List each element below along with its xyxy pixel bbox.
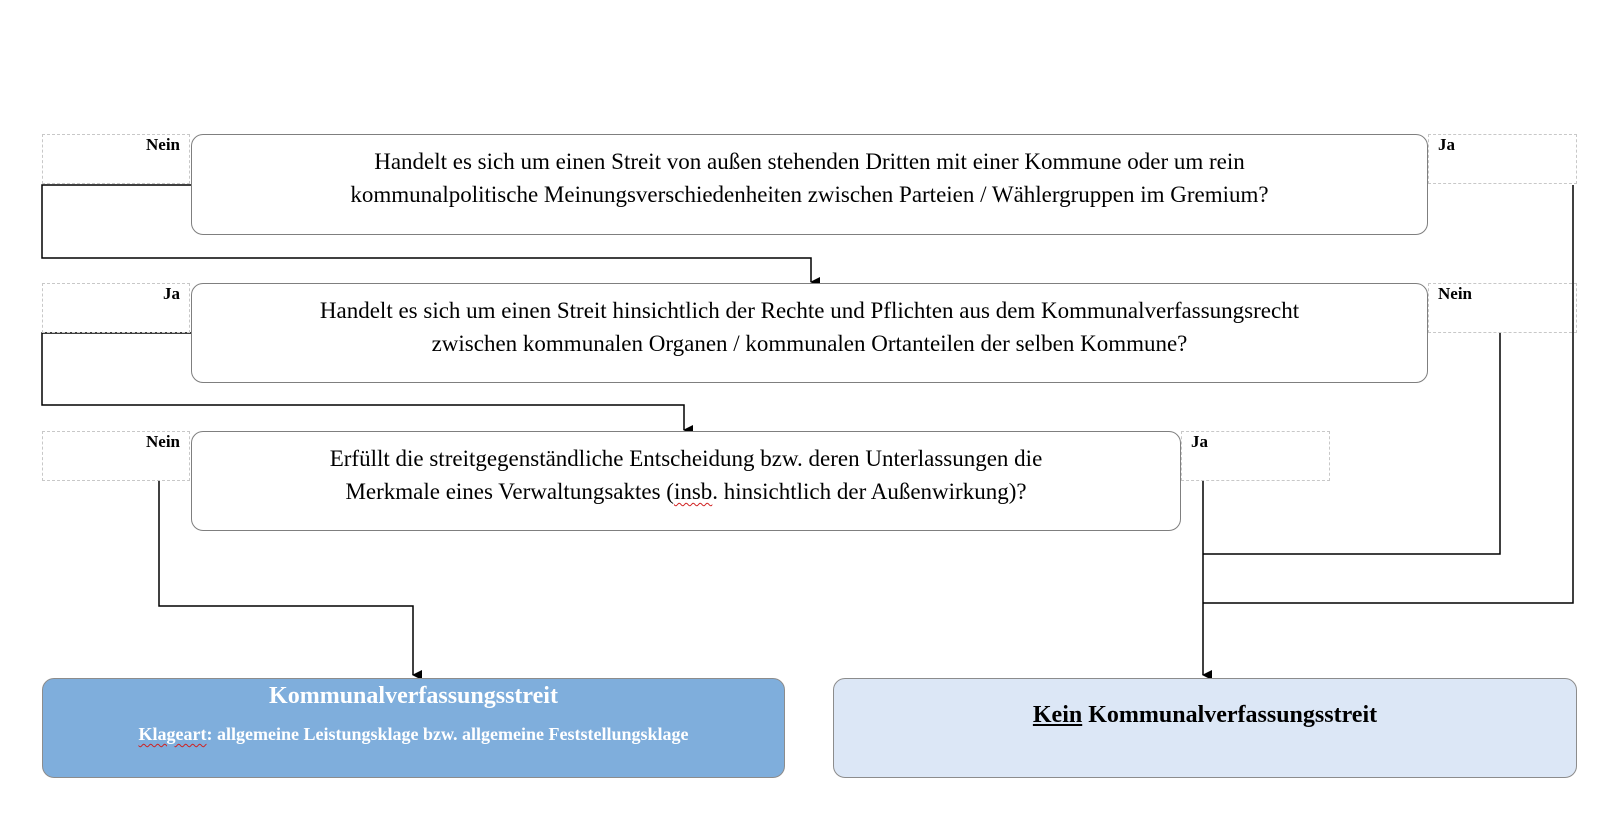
question-2-line-1: Handelt es sich um einen Streit hinsicht… (319, 298, 1300, 323)
result-kein-kommunalverfassungsstreit: Kein Kommunalverfassungsstreit (833, 678, 1577, 778)
result-left-subtitle: Klageart: allgemeine Leistungsklage bzw.… (43, 724, 784, 745)
question-box-2: Handelt es sich um einen Streit hinsicht… (191, 283, 1428, 383)
question-3-line-2: Merkmale eines Verwaltungsaktes (insb. h… (192, 475, 1180, 508)
label-box-q3-left (42, 431, 190, 481)
label-box-q2-left (42, 283, 190, 333)
connector-q1-ja-to-result-right (1203, 185, 1574, 604)
question-3-line-2-a: Merkmale eines Verwaltungsaktes ( (345, 479, 674, 504)
result-kommunalverfassungsstreit: Kommunalverfassungsstreit Klageart: allg… (42, 678, 785, 778)
label-box-q1-right (1428, 134, 1577, 184)
question-1-line-1: Handelt es sich um einen Streit von auße… (374, 149, 1245, 174)
result-right-title: Kein Kommunalverfassungsstreit (834, 702, 1576, 729)
result-right-title-kein: Kein (1032, 702, 1083, 728)
question-3-line-1: Erfüllt die streitgegenständliche Entsch… (329, 446, 1043, 471)
label-q1-ja: Ja (1438, 135, 1455, 154)
result-left-klageart: Klageart (138, 724, 207, 744)
question-box-1: Handelt es sich um einen Streit von auße… (191, 134, 1428, 235)
label-box-q3-right (1181, 431, 1330, 481)
question-3-spellcheck-word: insb (673, 479, 713, 504)
label-q3-ja: Ja (1191, 432, 1208, 451)
label-q1-nein: Nein (146, 135, 180, 154)
result-right-title-rest: Kommunalverfassungsstreit (1082, 702, 1378, 728)
label-box-q2-right (1428, 283, 1577, 333)
label-q3-nein: Nein (146, 432, 180, 451)
question-box-3: Erfüllt die streitgegenständliche Entsch… (191, 431, 1181, 531)
result-left-title: Kommunalverfassungsstreit (269, 683, 558, 709)
question-3-line-2-c: . hinsichtlich der Außenwirkung)? (712, 479, 1027, 504)
label-q2-nein: Nein (1438, 284, 1472, 303)
label-box-q1-left (42, 134, 190, 184)
result-left-klageart-text: : allgemeine Leistungsklage bzw. allgeme… (206, 724, 689, 744)
question-2-line-2: zwischen kommunalen Organen / kommunalen… (431, 331, 1188, 356)
label-q2-ja: Ja (163, 284, 180, 303)
question-1-line-2: kommunalpolitische Meinungsverschiedenhe… (350, 182, 1269, 207)
